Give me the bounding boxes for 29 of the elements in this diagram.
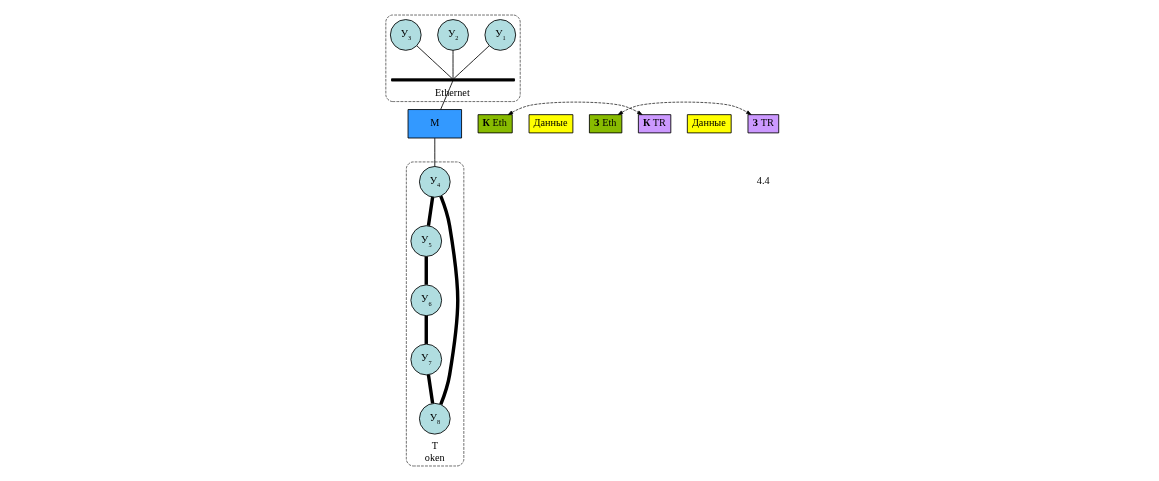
node-bar [390, 78, 515, 82]
node-box: Данные [528, 114, 573, 134]
connector [438, 195, 459, 406]
node-circle: У$_{2}$ [436, 19, 469, 51]
node-circle: У$_{8}$ [418, 402, 451, 435]
node-circle: У$_{5}$ [409, 225, 442, 257]
node-box: К Eth [477, 114, 513, 134]
connector [452, 49, 453, 80]
connector [424, 256, 428, 285]
connector [426, 196, 434, 226]
node-box: З Eth [588, 114, 622, 134]
connector [439, 80, 453, 110]
connector [433, 137, 435, 167]
node-box: К TR [637, 114, 671, 134]
label: 4.4 [756, 175, 770, 187]
node-box: Данные [686, 114, 732, 134]
node-circle: У$_{7}$ [409, 343, 442, 376]
node-circle: У$_{3}$ [389, 19, 422, 51]
arrow [507, 101, 642, 115]
node-box: M [407, 109, 462, 139]
connector [424, 315, 428, 344]
node-box: З TR [747, 114, 779, 134]
connector [426, 374, 434, 404]
node-circle: У$_{4}$ [418, 166, 451, 198]
node-circle: У$_{6}$ [409, 284, 442, 317]
node-circle: У$_{1}$ [484, 19, 516, 51]
connector [452, 45, 489, 80]
connector [416, 45, 453, 80]
arrow [617, 101, 751, 115]
